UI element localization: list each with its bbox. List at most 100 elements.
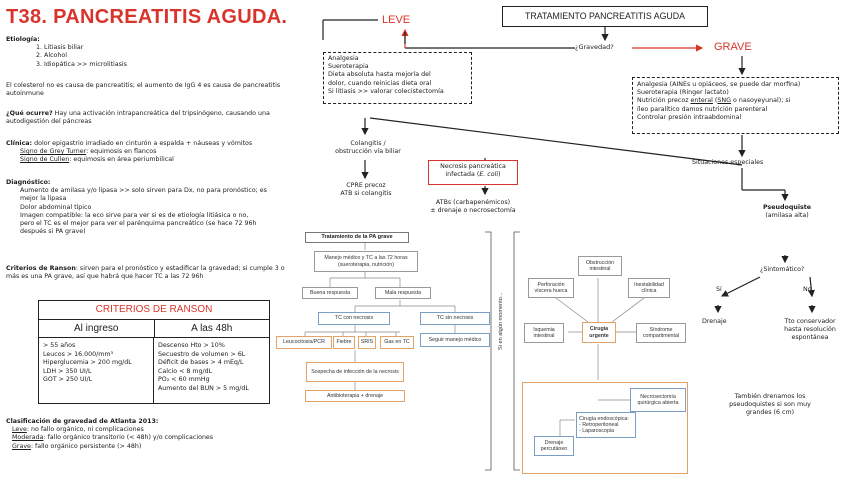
leve-treatment-box: Analgesia Sueroterapia Dieta absoluta ha…: [323, 52, 472, 104]
cirugia-endo-line: - Laparoscopia: [579, 428, 615, 435]
ranson-ingreso-item: Hiperglucemia > 200 mg/dL: [43, 359, 132, 367]
ranson-ingreso-item: > 55 años: [43, 342, 76, 349]
grave-line: Controlar presión intraabdominal: [637, 113, 742, 121]
cirugia-endoscopica-node: Cirugía endoscópica: - Retroperitoneal -…: [576, 412, 636, 438]
leucocitosis-node: Leucocitosis/PCR: [276, 336, 332, 349]
cullen-label: Signo de Cullen: [20, 156, 70, 164]
mala-respuesta-node: Mala respuesta: [375, 287, 431, 299]
atlanta-moderada-text: : fallo orgánico transitorio (< 48h) y/o…: [43, 434, 214, 442]
cirugia-urgente-node: Cirugía urgente: [582, 322, 616, 343]
pa-grave-title-text: Tratamiento de la PA grave: [321, 234, 393, 241]
tambien-line: También drenamos los: [734, 393, 806, 400]
diagnostico-line: Aumento de amilasa y/o lipasa >> solo si…: [20, 187, 267, 195]
colangitis-line: obstrucción vía biliar: [335, 148, 401, 156]
pseudoquiste-sub: (amilasa alta): [765, 212, 809, 220]
fiebre-node: Fiebre: [333, 336, 355, 349]
clinica-label: Clínica:: [6, 140, 33, 147]
pseudoquiste-label: Pseudoquiste: [762, 204, 812, 211]
grave-label: GRAVE: [714, 41, 752, 53]
que-ocurre-text: Hay una activación intrapancreática del …: [6, 110, 270, 126]
colangitis-node: Colangitis / obstrucción vía biliar: [333, 140, 403, 156]
ranson-col2-header: A las 48h: [191, 323, 233, 334]
tambien-line: grandes (6 cm): [745, 409, 795, 417]
que-ocurre-note: ¿Qué ocurre? Hay una activación intrapan…: [6, 110, 296, 126]
necrosis-line: ): [498, 171, 501, 179]
etiologia-section: Etiología: 1. Litiasis biliar 2. Alcohol…: [6, 36, 296, 69]
manejo-node: Manejo médico y TC a las 72 horas (suero…: [314, 251, 418, 272]
diagnostico-line: mejor la lipasa: [20, 195, 67, 203]
ranson-48h-item: Déficit de bases > 4 mEq/L: [158, 359, 244, 367]
cpre-line: ATB si colangitis: [340, 190, 392, 198]
clinica-text: dolor epigastrio irradiado en cinturón a…: [32, 140, 253, 147]
grave-sng: SNG: [717, 97, 731, 105]
ranson-col1-header: Al ingreso: [39, 320, 155, 337]
tratamiento-box: TRATAMIENTO PANCREATITIS AGUDA: [502, 6, 708, 27]
gravedad-question: ¿Gravedad?: [575, 43, 614, 51]
atbs-node: ATBs (carbapenémicos) ± drenaje o necros…: [418, 199, 528, 215]
grave-line: Sueroterapia (Ringer lactato): [637, 89, 729, 97]
diagnostico-section: Diagnóstico: Aumento de amilasa y/o lipa…: [6, 179, 298, 236]
grave-line: Analgesia (AINEs u opiáceos, se puede da…: [637, 81, 801, 88]
etiologia-item: 2. Alcohol: [36, 52, 67, 60]
grave-line: Nutrición precoz: [637, 97, 691, 105]
sris-node: SRIS: [358, 336, 376, 349]
atlanta-moderada-label: Moderada: [12, 434, 44, 442]
atlanta-leve-text: : no fallo orgánico, ni complicaciones: [26, 426, 144, 434]
atlanta-grave-label: Grave: [12, 442, 31, 450]
sospecha-infeccion-node: Sospecha de infección de la necrosis: [306, 362, 404, 382]
que-ocurre-label: ¿Qué ocurre?: [6, 110, 53, 117]
surgical-options-panel: [522, 382, 688, 474]
ranson-48h-item: PO₂ < 60 mmHg: [158, 376, 210, 384]
atlanta-grave-text: : fallo orgánico persistente (> 48h): [30, 442, 142, 450]
grave-line: o nasoyeyunal); si: [730, 97, 791, 105]
obstruccion-node: Obstrucción intestinal: [578, 256, 622, 276]
atlanta-heading: Clasificación de gravedad de Atlanta 201…: [6, 418, 159, 425]
sintomatico-question: ¿Sintomático?: [760, 266, 805, 273]
ranson-note: Criterios de Ranson: sirven para el pron…: [6, 265, 298, 281]
ranson-note-text: : sirven para el pronóstico y estadifica…: [6, 265, 285, 281]
drenaje-node: Drenaje: [702, 318, 727, 325]
pa-grave-chart-title: Tratamiento de la PA grave: [305, 232, 409, 243]
ranson-ingreso-item: GOT > 250 UI/L: [43, 376, 93, 384]
colangitis-line: Colangitis /: [350, 140, 386, 147]
antibioterapia-node: Antibioterapia + drenaje: [305, 390, 405, 402]
situaciones-node: Situaciones especiales: [692, 159, 764, 166]
tto-line: espontánea: [791, 334, 829, 342]
diagnostico-line: Dolor abdominal típico: [20, 203, 92, 211]
tc-sin-necrosis-node: TC sin necrosis: [420, 312, 490, 325]
colesterol-note: El colesterol no es causa de pancreatiti…: [6, 82, 281, 98]
necrosectomia-node: Necrosectomía quirúrgica abierta: [630, 388, 686, 412]
ranson-ingreso-item: LDH > 350 UI/L: [43, 367, 92, 375]
clinica-section: Clínica: dolor epigastrio irradiado en c…: [6, 140, 296, 165]
ranson-table-title: CRITERIOS DE RANSON: [39, 301, 269, 320]
diagnostico-heading: Diagnóstico:: [6, 179, 51, 186]
etiologia-item: 3. Idiopática >> microlitiasis: [36, 60, 127, 68]
side-text: Si en algún momento...: [498, 292, 504, 350]
side-text-wrapper: Si en algún momento...: [496, 240, 510, 470]
grave-line: íleo paralítico damos nutrición parenter…: [637, 105, 768, 113]
drenaje-percutaneo-node: Drenaje percutáneo: [534, 436, 574, 456]
tto-line: Tto conservador: [784, 318, 836, 325]
tto-node: Tto conservador hasta resolución espontá…: [777, 318, 843, 343]
gas-tc-node: Gas en TC: [380, 336, 414, 349]
grave-treatment-box: Analgesia (AINEs u opiáceos, se puede da…: [632, 77, 839, 134]
leve-line: dolor, cuando reinicias dieta oral: [328, 79, 432, 87]
diagnostico-line: Imagen compatible: la eco sirve para ver…: [20, 211, 249, 219]
leve-label: LEVE: [382, 14, 411, 26]
atbs-line: ATBs (carbapenémicos): [435, 199, 511, 206]
buena-respuesta-node: Buena respuesta: [302, 287, 358, 299]
leve-line: Sueroterapia: [328, 63, 369, 71]
tambien-line: pseudoquistes si son muy: [729, 401, 811, 409]
leve-line: Dieta absoluta hasta mejoría del: [328, 71, 431, 79]
isquemia-node: Isquemia intestinal: [524, 323, 564, 343]
ranson-48h-item: Calcio < 8 mg/dL: [158, 367, 213, 375]
pseudoquiste-node: Pseudoquiste (amilasa alta): [752, 204, 822, 220]
ranson-table: CRITERIOS DE RANSON Al ingreso A las 48h…: [38, 300, 270, 404]
leve-line: Analgesia: [328, 55, 359, 62]
grey-turner-text: : equimosis en flancos: [86, 148, 157, 156]
diagnostico-line: pero el TC es el mejor para ver el parén…: [20, 220, 257, 228]
ranson-note-label: Criterios de Ranson: [6, 265, 76, 272]
etiologia-heading: Etiología:: [6, 36, 40, 43]
cpre-node: CPRE precoz ATB si colangitis: [336, 182, 396, 198]
